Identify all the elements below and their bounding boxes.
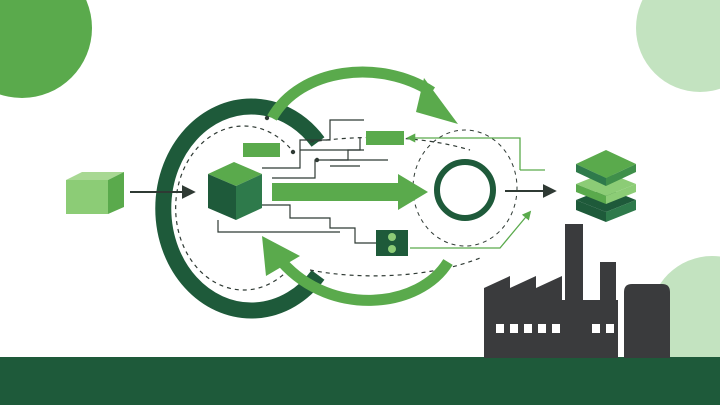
connector-lines: [217, 119, 388, 244]
connector-node-1: [290, 149, 296, 155]
corner-circle-top-right: [636, 0, 720, 92]
main-flow-arrow: [272, 174, 428, 210]
factory-windows: [496, 324, 614, 333]
control-unit-icon: [376, 230, 408, 256]
process-tag-right: [366, 131, 404, 145]
connector-node-2: [314, 157, 320, 163]
input-cube-icon: [66, 172, 124, 214]
factory-icon: [484, 224, 670, 358]
ground-band: [0, 357, 720, 405]
bottom-cycle-arrow: [277, 258, 453, 306]
processing-cube-icon: [208, 162, 262, 220]
output-ring-icon: [434, 159, 496, 221]
corner-circle-top-left: [0, 0, 92, 98]
feedback-lines: [406, 133, 545, 249]
dark-cycle-ring: [155, 98, 325, 319]
layer-stack-icon: [576, 150, 636, 222]
top-cycle-arrow-head: [416, 78, 458, 124]
dashed-output-orbit: [412, 129, 518, 247]
top-cycle-arrow: [267, 66, 436, 121]
bottom-cycle-arrow-head: [262, 236, 300, 276]
connector-node-3: [264, 115, 270, 121]
process-tag-left: [243, 143, 280, 157]
